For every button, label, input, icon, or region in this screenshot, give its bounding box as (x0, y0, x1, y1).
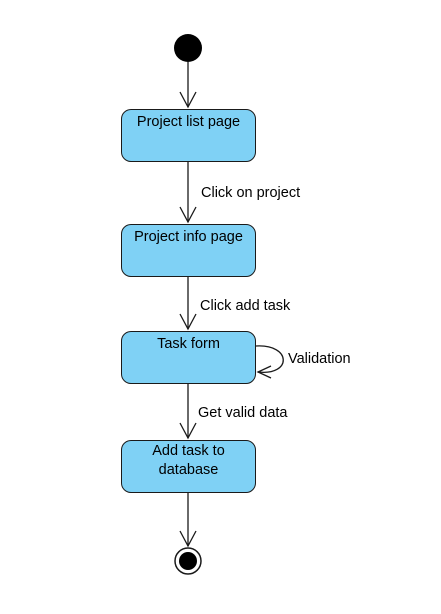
state-label: Add task to database (152, 443, 225, 478)
initial-node (174, 34, 202, 62)
final-node (174, 547, 202, 575)
arrow-add-task-to-final (179, 493, 197, 548)
transition-label-validation: Validation (288, 351, 351, 367)
transition-label-click-on-project: Click on project (201, 185, 301, 201)
state-task-form: Task form (121, 331, 256, 384)
arrow-project-info-to-task-form (179, 277, 197, 331)
transition-label-get-valid-data: Get valid data (198, 405, 288, 421)
state-label: Project info page (134, 229, 243, 245)
state-project-list-page: Project list page (121, 109, 256, 162)
state-label: Project list page (136, 114, 241, 130)
state-project-info-page: Project info page (121, 224, 256, 277)
arrow-project-list-to-project-info (179, 162, 197, 224)
self-loop-validation (255, 345, 284, 379)
arrow-initial-to-project-list (179, 62, 197, 109)
state-label: Task form (157, 336, 220, 352)
transition-label-click-add-task: Click add task (200, 298, 291, 314)
state-add-task-to-database: Add task to database (121, 440, 256, 493)
arrow-task-form-to-add-task (179, 384, 197, 440)
